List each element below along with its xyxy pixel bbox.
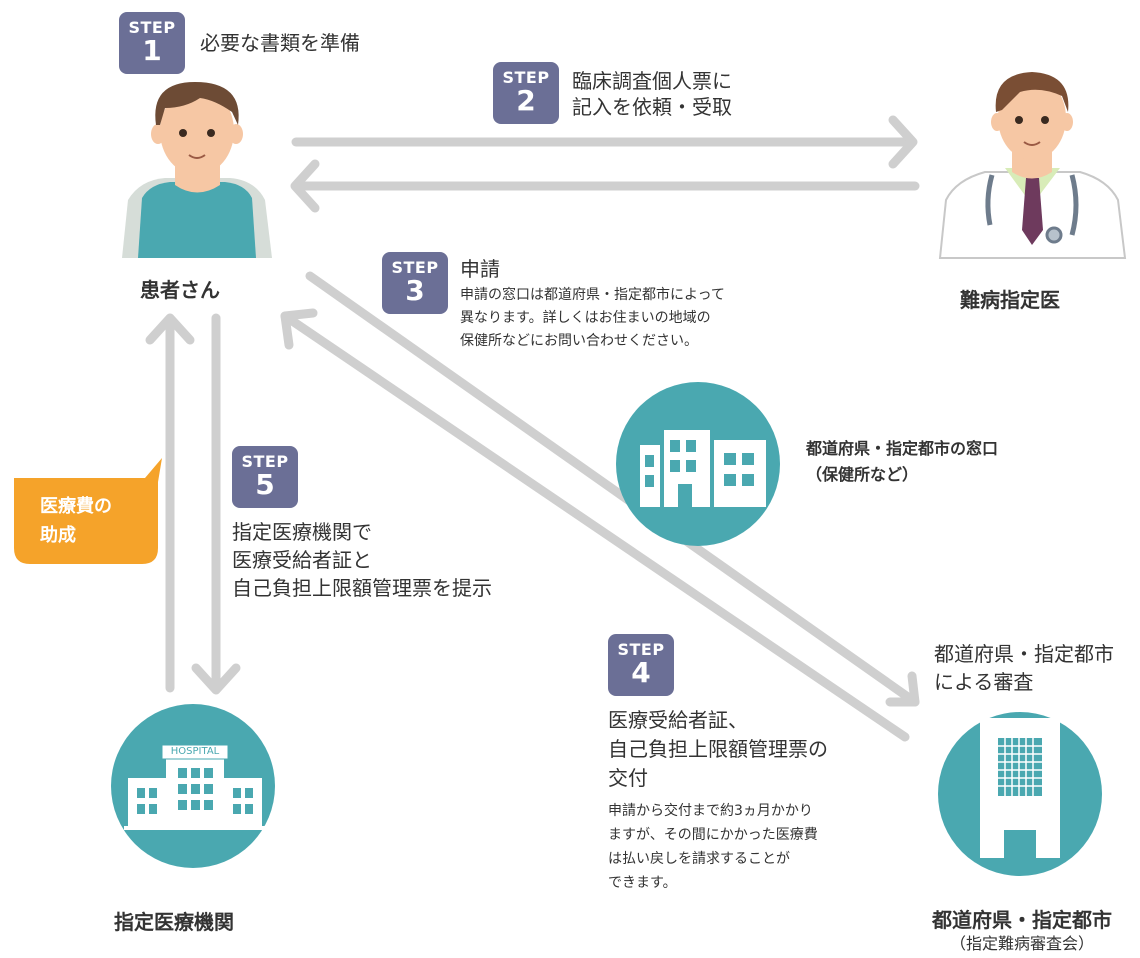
step-5-line2: 医療受給者証と — [232, 548, 372, 572]
step-number: 1 — [142, 34, 162, 67]
step-word: STEP — [391, 258, 439, 277]
arrow-prefecture-to-patient — [280, 308, 910, 742]
step-2-badge: STEP 2 — [493, 62, 559, 124]
step-word: STEP — [241, 452, 289, 471]
step-4-line1: 医療受給者証、 — [608, 708, 748, 732]
step-2-line1: 臨床調査個人票に — [572, 69, 732, 93]
step-number: 4 — [631, 656, 651, 689]
doctor-illustration — [938, 72, 1127, 259]
doctor-label: 難病指定医 — [960, 288, 1060, 312]
step-4-badge: STEP 4 — [608, 634, 674, 696]
hospital-sign: HOSPITAL — [170, 746, 220, 757]
review-text: 都道府県・指定都市 による審査 — [934, 640, 1114, 696]
step-3-text: 申請 申請の窓口は都道府県・指定都市によって 異なります。詳しくはお住まいの地域… — [460, 256, 725, 353]
prefecture-building-icon — [938, 712, 1102, 876]
window-label-2: （保健所など） — [806, 465, 919, 484]
arrow-patient-to-doctor — [291, 115, 918, 169]
callout-line2: 助成 — [40, 525, 76, 546]
step-3-desc-3: 保健所などにお問い合わせください。 — [460, 333, 698, 349]
step-5-line1: 指定医療機関で — [232, 520, 372, 544]
arrow-patient-to-prefecture — [305, 271, 920, 707]
step-word: STEP — [617, 640, 665, 659]
window-label-1: 都道府県・指定都市の窓口 — [806, 439, 999, 458]
step-3-title: 申請 — [460, 257, 500, 281]
arrow-doctor-to-patient — [290, 159, 920, 213]
step-4-note-3: は払い戻しを請求することが — [608, 851, 790, 867]
prefecture-label-1: 都道府県・指定都市 — [932, 908, 1112, 932]
hospital-building-icon — [111, 704, 275, 868]
step-word: STEP — [128, 18, 176, 37]
step-2-text: 臨床調査個人票に 記入を依頼・受取 — [572, 68, 732, 120]
step-4-note-2: ますが、その間にかかった医療費 — [608, 827, 818, 843]
step-word: STEP — [502, 68, 550, 87]
step-3-desc-2: 異なります。詳しくはお住まいの地域の — [460, 310, 711, 326]
step-2-line2: 記入を依頼・受取 — [572, 95, 732, 119]
step-5-line3: 自己負担上限額管理票を提示 — [232, 576, 492, 600]
step-4-note-4: できます。 — [608, 875, 677, 891]
prefecture-label: 都道府県・指定都市 （指定難病審査会） — [904, 904, 1140, 955]
arrow-patient-to-hospital — [191, 313, 241, 695]
step-5-text: 指定医療機関で 医療受給者証と 自己負担上限額管理票を提示 — [232, 518, 492, 602]
prefectural-window-icon — [616, 382, 780, 546]
step-1-text: 必要な書類を準備 — [200, 31, 360, 55]
step-4-text: 医療受給者証、 自己負担上限額管理票の 交付 申請から交付まで約3ヵ月かかり ま… — [608, 706, 828, 895]
step-number: 5 — [255, 468, 275, 501]
review-line1: 都道府県・指定都市 — [934, 642, 1114, 666]
arrow-hospital-to-patient — [145, 313, 195, 693]
prefectural-window-label: 都道府県・指定都市の窓口 （保健所など） — [806, 436, 998, 488]
subsidy-callout-bubble — [14, 458, 162, 564]
patient-label: 患者さん — [140, 278, 220, 302]
step-3-desc-1: 申請の窓口は都道府県・指定都市によって — [460, 287, 725, 303]
step-4-line3: 交付 — [608, 766, 648, 790]
step-4-line2: 自己負担上限額管理票の — [608, 737, 828, 761]
step-1-badge: STEP 1 — [119, 12, 185, 74]
step-5-badge: STEP 5 — [232, 446, 298, 508]
review-line2: による審査 — [934, 670, 1034, 694]
step-4-note-1: 申請から交付まで約3ヵ月かかり — [608, 803, 813, 819]
subsidy-callout-text: 医療費の 助成 — [40, 492, 112, 550]
step-3-badge: STEP 3 — [382, 252, 448, 314]
step-number: 3 — [405, 274, 425, 307]
patient-illustration — [122, 82, 272, 258]
callout-line1: 医療費の — [40, 496, 112, 517]
prefecture-label-2: （指定難病審査会） — [949, 934, 1094, 953]
hospital-label: 指定医療機関 — [114, 910, 234, 934]
step-number: 2 — [516, 84, 536, 117]
